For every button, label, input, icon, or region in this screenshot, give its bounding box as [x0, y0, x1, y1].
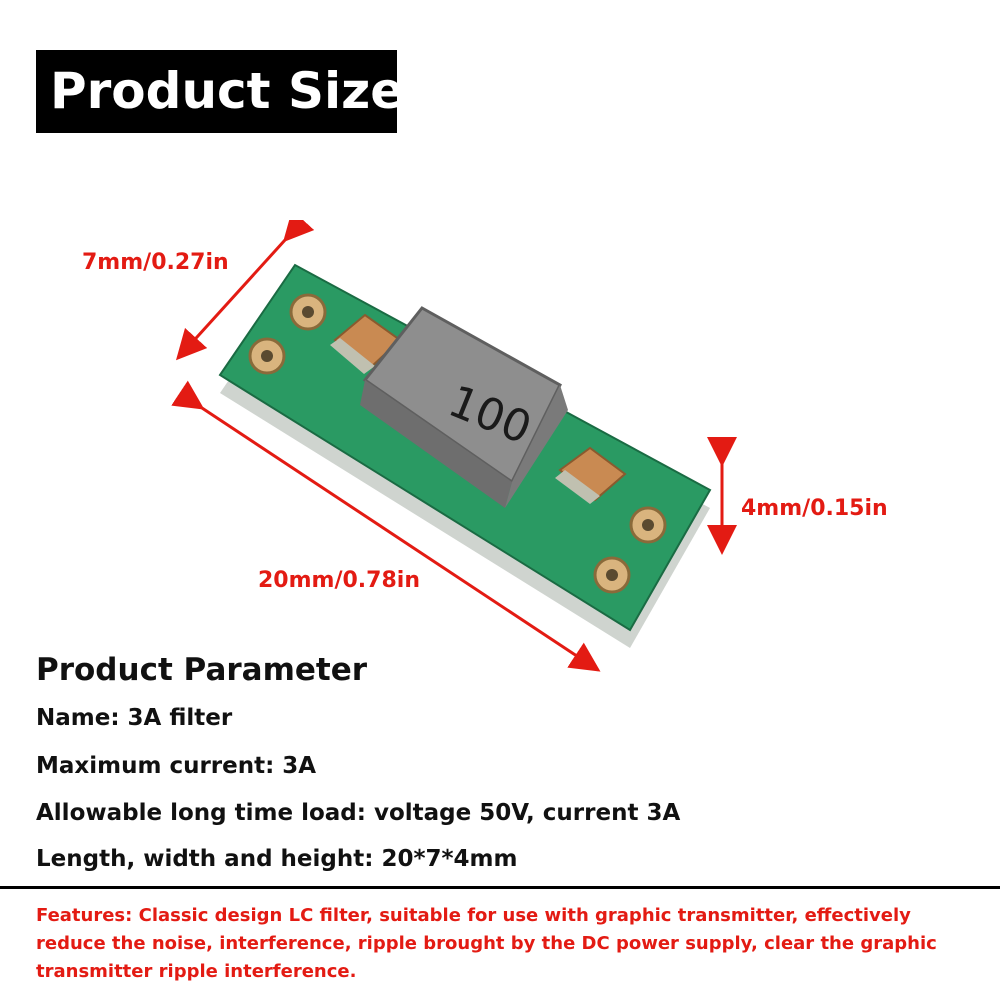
length-arrow	[171, 380, 601, 672]
parameters-heading: Product Parameter	[36, 652, 368, 688]
page-title: Product Size	[50, 62, 405, 120]
parameter-load: Allowable long time load: voltage 50V, c…	[36, 800, 681, 826]
length-label: 20mm/0.78in	[258, 568, 420, 593]
title-banner: Product Size	[36, 50, 404, 133]
product-image: 100	[171, 220, 737, 672]
width-arrow	[175, 220, 315, 361]
divider	[0, 886, 1000, 889]
features-text: Features: Classic design LC filter, suit…	[36, 905, 937, 982]
parameter-max-current: Maximum current: 3A	[36, 753, 317, 779]
parameter-size: Length, width and height: 20*7*4mm	[36, 846, 518, 872]
height-label: 4mm/0.15in	[741, 496, 888, 521]
width-label: 7mm/0.27in	[82, 250, 229, 275]
parameter-name: Name: 3A filter	[36, 705, 233, 731]
